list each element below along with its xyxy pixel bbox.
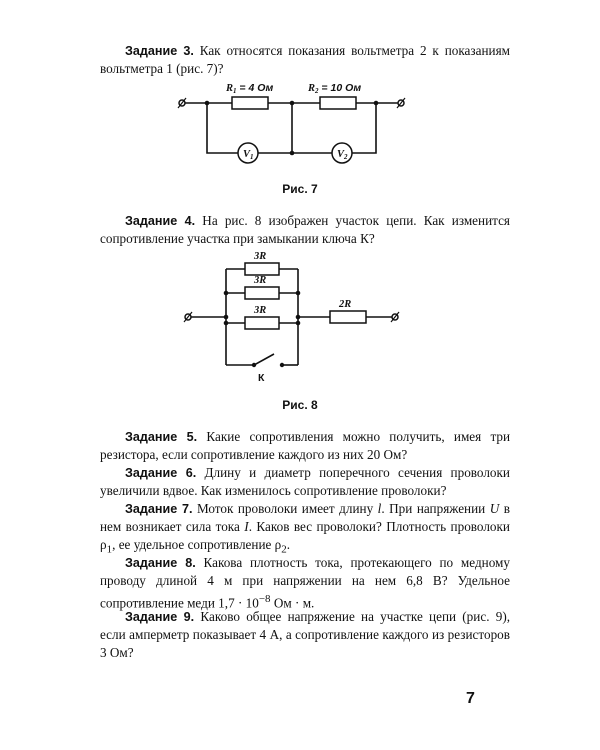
- resistor-3r-middle-label: 3R: [253, 275, 266, 286]
- task-7: Задание 7. Моток проволоки имеет длину l…: [100, 500, 510, 559]
- wire-lower: [206, 103, 238, 154]
- wire: [352, 103, 377, 154]
- terminal-right: [396, 97, 406, 109]
- resistor-3r-top-label: 3R: [253, 251, 266, 262]
- task-8: Задание 8. Какова плотность тока, протек…: [100, 554, 510, 612]
- task-7-text: . Каков вес проволоки? Плотность проволо…: [100, 519, 510, 552]
- junction-dot: [295, 290, 301, 296]
- task-9-label: Задание 9.: [125, 610, 195, 624]
- task-4: Задание 4. На рис. 8 изображен участок ц…: [100, 212, 510, 248]
- terminal-right: [390, 311, 400, 323]
- resistor-r2-label: R2 = 10 Ом: [307, 82, 361, 95]
- task-7-label: Задание 7.: [125, 502, 193, 516]
- key-contact: [251, 362, 257, 368]
- task-7-text: Моток проволоки имеет длину: [196, 501, 378, 516]
- task-5-label: Задание 5.: [125, 430, 198, 444]
- task-5: Задание 5. Какие сопротивления можно пол…: [100, 428, 510, 464]
- task-7-text: . При напряжении: [381, 501, 490, 516]
- task-3-text: Как относятся показания вольтметра 2 к п…: [100, 43, 510, 76]
- task-6-text: Длину и диаметр поперечного сечения пров…: [100, 465, 510, 498]
- figure-7-circuit: V1 V2 R1 = 4 Ом R2 = 10 Ом: [177, 82, 406, 164]
- task-4-text: На рис. 8 изображен участок цепи. Как из…: [100, 213, 510, 246]
- voltmeter-v2: [331, 142, 353, 164]
- task-7-text: , ее удельное сопротивление ρ: [112, 537, 282, 552]
- figure-7-caption: Рис. 7: [282, 182, 318, 196]
- voltmeter-v2-label: V2: [337, 149, 348, 161]
- rho-1-subscript: 1: [106, 543, 113, 556]
- task-6-label: Задание 6.: [125, 466, 197, 480]
- task-7-text: в нем возникает сила тока: [100, 501, 510, 534]
- var-u: U: [489, 501, 500, 516]
- task-8-label: Задание 8.: [125, 556, 196, 570]
- task-6: Задание 6. Длину и диаметр поперечного с…: [100, 464, 510, 500]
- junction-dot: [289, 100, 295, 106]
- junction-dot: [223, 314, 229, 320]
- var-l: l: [377, 501, 382, 516]
- task-5-text: Какие сопротивления можно получить, имея…: [100, 429, 511, 462]
- junction-dot: [295, 320, 301, 326]
- task-3-label: Задание 3.: [125, 44, 194, 58]
- resistor-2r: [329, 310, 367, 324]
- resistor-r1: [231, 96, 269, 110]
- voltmeter-v1-label: V1: [243, 149, 254, 161]
- task-8-text: Какова плотность тока, протекающего по м…: [100, 555, 510, 611]
- figure-8-circuit: 3R 3R 3R 2R К: [183, 251, 400, 384]
- voltmeter-v1: [237, 142, 259, 164]
- task-9: Задание 9. Каково общее напряжение на уч…: [100, 608, 510, 662]
- task-7-text: .: [286, 537, 291, 552]
- task-3: Задание 3. Как относятся показания вольт…: [100, 42, 510, 78]
- junction-dot: [223, 290, 229, 296]
- terminal-left: [177, 97, 187, 109]
- exponent: −8: [258, 593, 271, 605]
- var-i: I: [244, 519, 249, 534]
- resistor-3r-middle: [244, 286, 280, 300]
- task-8-text: Ом · м.: [270, 595, 315, 611]
- resistor-r2: [319, 96, 357, 110]
- page-number: 7: [466, 690, 475, 707]
- junction-dot: [204, 100, 210, 106]
- junction-dot: [289, 150, 295, 156]
- task-9-text: Каково общее напряжение на участке цепи …: [100, 609, 511, 660]
- resistor-2r-label: 2R: [338, 299, 351, 310]
- resistor-3r-bottom-label: 3R: [253, 305, 266, 316]
- resistor-r1-label: R1 = 4 Ом: [225, 82, 274, 95]
- rho-2-subscript: 2: [281, 543, 287, 556]
- resistor-3r-top: [244, 262, 280, 276]
- key-blade: [253, 353, 275, 366]
- junction-dot: [223, 320, 229, 326]
- task-4-label: Задание 4.: [125, 214, 196, 228]
- figure-8-caption: Рис. 8: [282, 398, 318, 412]
- terminal-left: [183, 311, 193, 323]
- key-label: К: [258, 372, 265, 384]
- junction-dot: [373, 100, 379, 106]
- resistor-3r-bottom: [244, 316, 280, 330]
